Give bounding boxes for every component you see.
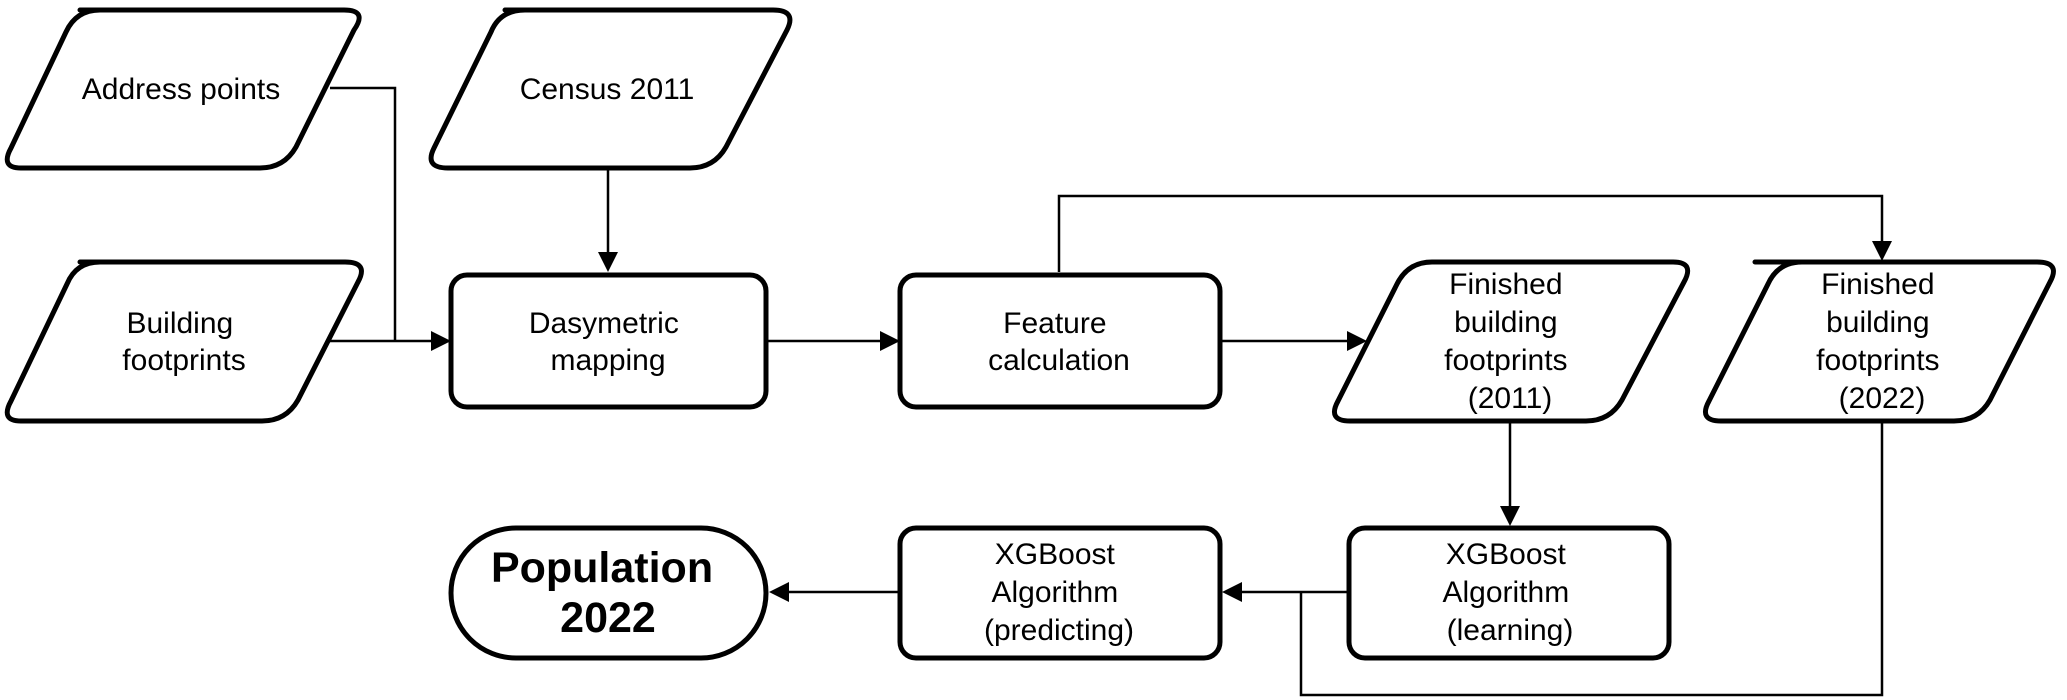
finished-2022-shape: [1703, 259, 2056, 424]
building-footprints-shape: [4, 259, 364, 424]
arrowhead: [598, 252, 618, 272]
arrowhead: [1500, 506, 1520, 526]
arrowhead: [431, 331, 451, 351]
arrowhead: [1872, 241, 1892, 261]
arrowhead: [769, 582, 789, 602]
building-footprints-label: Building footprints: [122, 307, 245, 377]
connector-finished-2022-to-predicting: [1299, 421, 1884, 697]
population-2022-shape: [448, 525, 769, 661]
dasymetric-mapping-shape: [448, 272, 769, 410]
dasymetric-mapping-label: Dasymetric mapping: [529, 307, 687, 377]
connector-feature-to-finished-2022: [1057, 194, 1884, 272]
finished-2011-label: Finished building footprints (2011): [1444, 268, 1576, 415]
address-points-shape: [4, 7, 362, 171]
population-2022-label: Population 2022: [491, 544, 725, 642]
census-2011-label: Census 2011: [520, 73, 695, 106]
feature-calculation-label: Feature calculation: [988, 307, 1130, 377]
arrowhead: [1347, 331, 1367, 351]
xgboost-predicting-shape: [897, 525, 1223, 661]
shapes: [4, 7, 2056, 661]
arrowhead: [1222, 582, 1242, 602]
xgboost-learning-shape: [1346, 525, 1672, 661]
xgboost-learning-label: XGBoost Algorithm (learning): [1442, 538, 1577, 647]
census-2011-shape: [428, 7, 793, 171]
finished-2011-shape: [1332, 259, 1691, 424]
finished-2022-label: Finished building footprints (2022): [1816, 268, 1948, 415]
arrowhead: [880, 331, 900, 351]
feature-calculation-shape: [897, 272, 1223, 410]
address-points-label: Address points: [82, 73, 280, 106]
connectors: [330, 86, 1892, 697]
connector-address-to-dasymetric: [330, 86, 397, 341]
labels: Address points Census 2011 Building foot…: [82, 73, 1948, 647]
xgboost-predicting-label: XGBoost Algorithm (predicting): [984, 538, 1134, 647]
